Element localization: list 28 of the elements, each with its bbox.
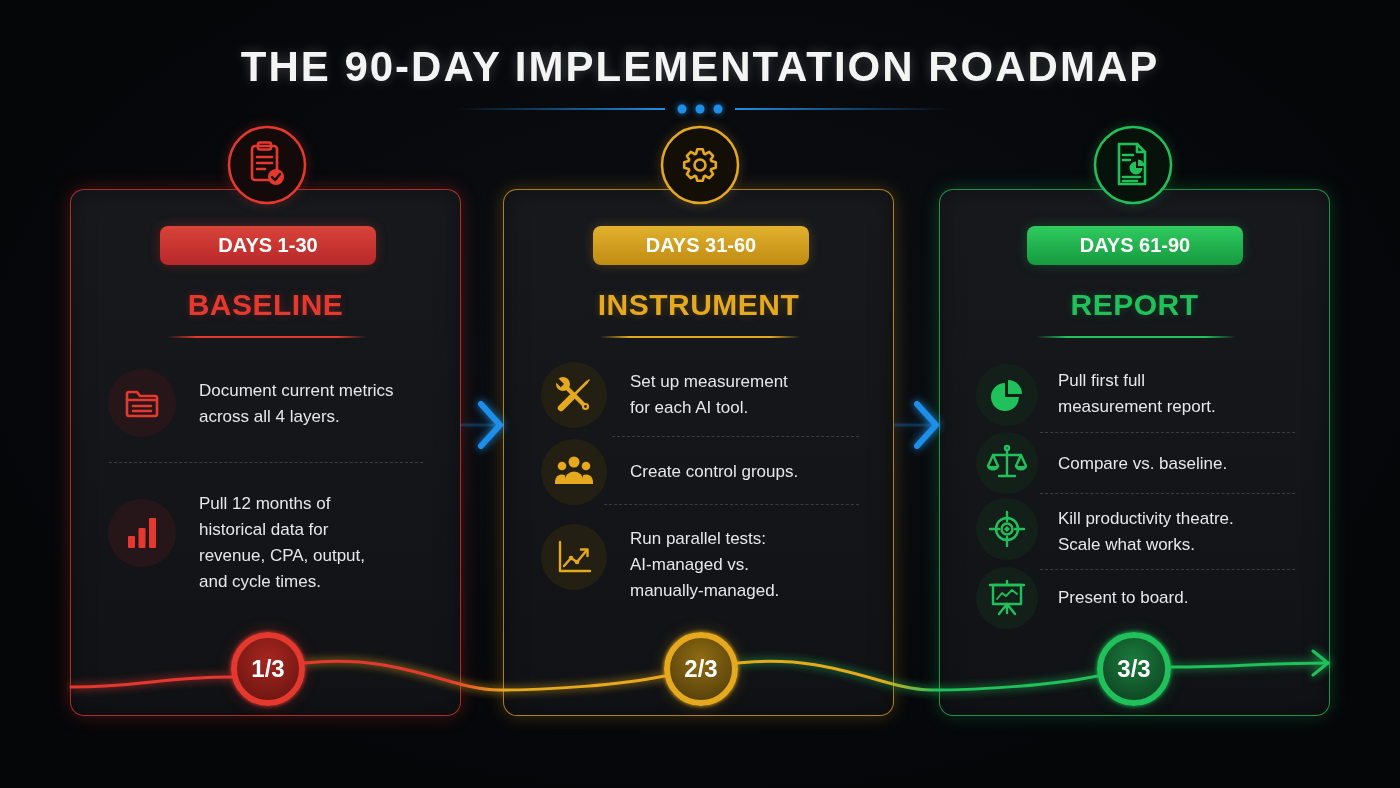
connector-line	[736, 659, 1100, 692]
connector-line	[69, 675, 234, 689]
chevron-arrow	[460, 401, 504, 449]
step-circle: 1/3	[231, 632, 305, 706]
task-text: Create control groups.	[630, 461, 800, 483]
phase-heading: INSTRUMENT	[597, 288, 800, 322]
task-text: Compare vs. baseline.	[1058, 453, 1229, 475]
phase-heading: REPORT	[1070, 288, 1199, 322]
task-text: Pull first full measurement report.	[1058, 370, 1217, 418]
page-title: THE 90-DAY IMPLEMENTATION ROADMAP	[240, 42, 1160, 92]
task-text: Present to board.	[1058, 587, 1190, 609]
connector-line	[303, 659, 667, 692]
task-text: Set up measurement for each AI tool.	[630, 371, 789, 419]
chevron-arrow	[893, 401, 940, 449]
days-badge: DAYS 1-30	[160, 226, 376, 265]
task-text: Kill productivity theatre. Scale what works.	[1058, 508, 1235, 556]
task-text: Pull 12 months of historical data for revenue, CPA, output, and cycle times.	[199, 493, 366, 593]
step-circle: 2/3	[664, 632, 738, 706]
days-badge: DAYS 31-60	[593, 226, 809, 265]
task-text: Document current metrics across all 4 layers.	[199, 380, 395, 428]
phase-card	[939, 189, 1330, 716]
days-badge: DAYS 61-90	[1027, 226, 1243, 265]
task-text: Run parallel tests: AI-managed vs. manually-managed.	[630, 528, 781, 602]
phase-card	[70, 189, 461, 716]
phase-card	[503, 189, 894, 716]
arrow	[1169, 649, 1330, 677]
phase-heading: BASELINE	[187, 288, 344, 322]
step-circle: 3/3	[1097, 632, 1171, 706]
